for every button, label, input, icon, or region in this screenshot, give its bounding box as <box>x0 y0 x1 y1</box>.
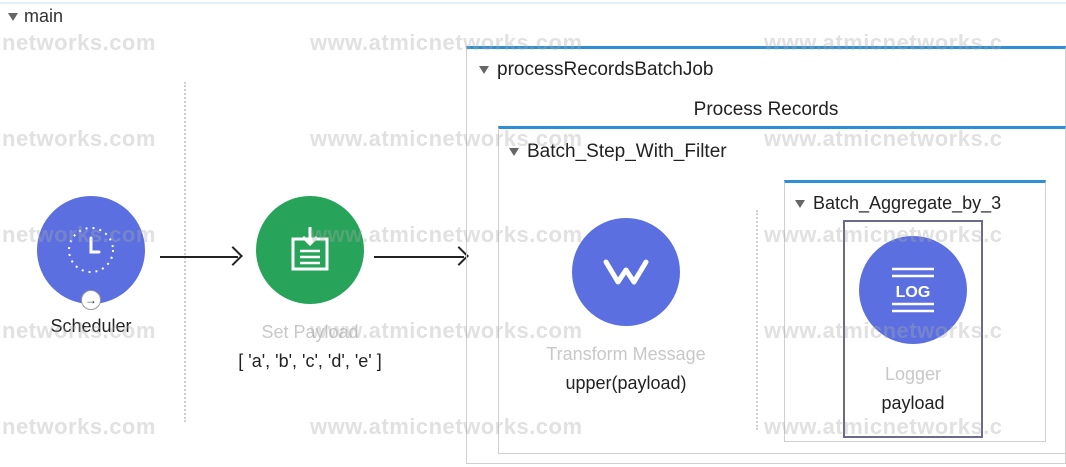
watermark: networks.com <box>2 414 156 439</box>
batch-aggregator-scope[interactable]: Batch_Aggregate_by_3 <box>784 180 1046 442</box>
collapse-triangle-icon[interactable] <box>8 12 18 21</box>
collapse-triangle-icon[interactable] <box>509 148 519 156</box>
aggregator-name: Batch_Aggregate_by_3 <box>813 193 1002 213</box>
set-payload-value: [ 'a', 'b', 'c', 'd', 'e' ] <box>238 351 382 371</box>
set-payload-label: Set Payload <box>261 322 359 342</box>
log-icon-text: LOG <box>896 284 931 301</box>
batch-step-header[interactable]: Batch_Step_With_Filter <box>509 141 727 163</box>
step-separator <box>756 210 758 430</box>
batch-step-name: Batch_Step_With_Filter <box>527 141 727 162</box>
set-payload-icon <box>291 227 329 271</box>
transform-label: Transform Message <box>546 344 706 364</box>
logger-label: Logger <box>884 364 942 384</box>
arrow-setpayload-to-batchjob <box>374 256 464 258</box>
watermark: networks.com <box>2 30 156 55</box>
scheduler-badge-icon: → <box>81 290 101 310</box>
scheduler-node[interactable]: → Scheduler <box>36 196 146 337</box>
batch-job-name: processRecordsBatchJob <box>497 59 714 80</box>
scheduler-label: Scheduler <box>50 316 132 336</box>
set-payload-node[interactable]: Set Payload [ 'a', 'b', 'c', 'd', 'e' ] <box>220 196 400 372</box>
logger-selection-box[interactable] <box>843 220 983 438</box>
process-records-title: Process Records <box>693 99 839 120</box>
logger-icon-circle[interactable]: LOG <box>859 236 967 344</box>
batch-job-header[interactable]: processRecordsBatchJob <box>479 59 714 81</box>
collapse-triangle-icon[interactable] <box>795 199 805 208</box>
transform-icon-circle[interactable] <box>572 218 680 326</box>
log-icon: LOG <box>892 267 934 313</box>
source-separator <box>184 82 186 422</box>
watermark: networks.com <box>2 126 156 151</box>
flow-header[interactable]: main <box>8 6 63 27</box>
clock-icon <box>68 227 114 273</box>
flow-name: main <box>24 6 64 26</box>
dataweave-icon <box>603 259 649 285</box>
scheduler-icon-circle[interactable]: → <box>37 196 145 310</box>
canvas-top-border <box>0 2 1066 4</box>
transform-value: upper(payload) <box>565 373 687 393</box>
batch-job-scope[interactable]: processRecordsBatchJob Process Records <box>466 46 1066 464</box>
logger-node[interactable]: LOG Logger payload <box>853 236 973 414</box>
arrow-scheduler-to-setpayload <box>160 256 238 258</box>
set-payload-icon-circle[interactable] <box>256 196 364 304</box>
transform-message-node[interactable]: Transform Message upper(payload) <box>526 218 726 394</box>
collapse-triangle-icon[interactable] <box>479 66 489 74</box>
logger-value: payload <box>881 393 945 413</box>
aggregator-header[interactable]: Batch_Aggregate_by_3 <box>795 193 1001 214</box>
